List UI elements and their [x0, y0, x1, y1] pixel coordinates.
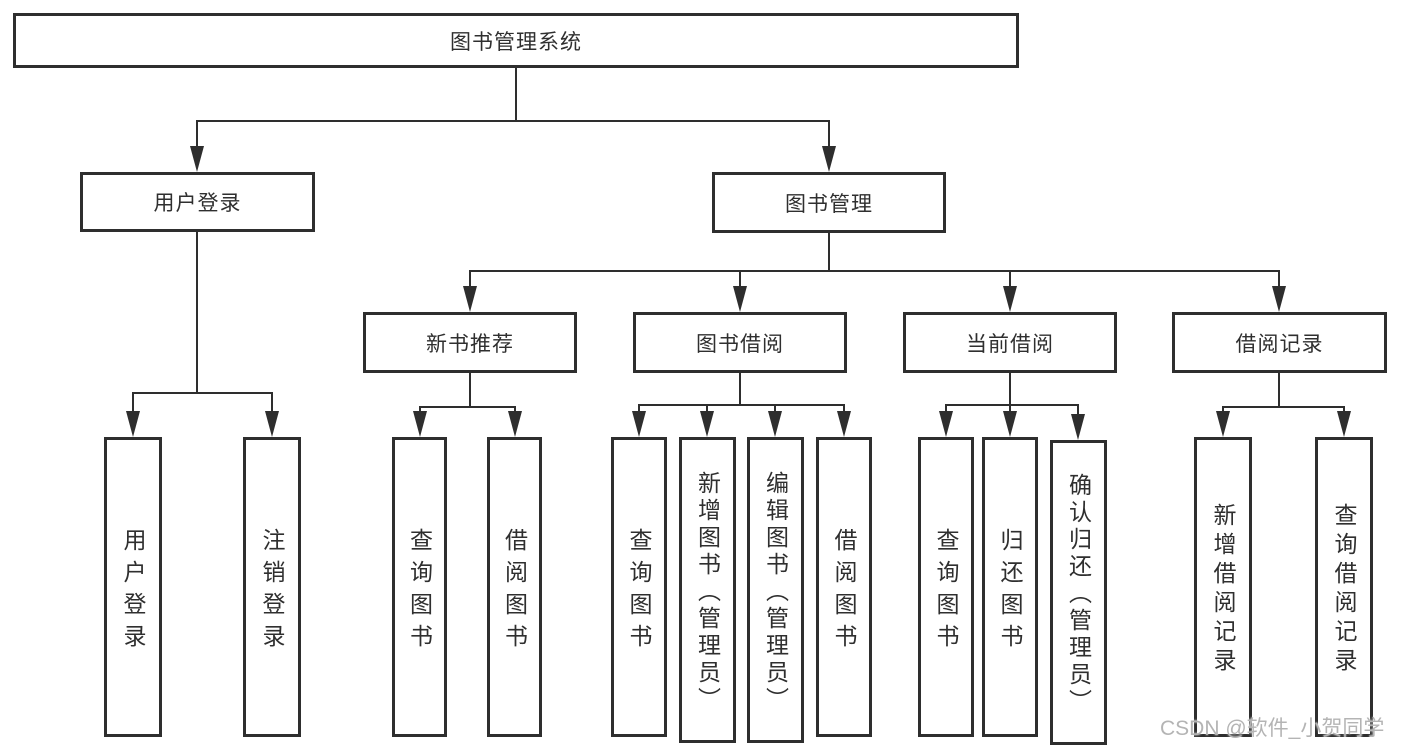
node-book-borrow: 图书借阅	[633, 312, 847, 373]
leaf-return-books: 归还图书	[982, 437, 1038, 737]
leaf-label: 新增图书（管理员）	[694, 470, 721, 714]
leaf-query-books-recommend: 查询图书	[392, 437, 447, 737]
leaf-label: 查询图书	[406, 527, 433, 656]
node-library-management-system: 图书管理系统	[13, 13, 1019, 68]
leaf-user-login: 用户登录	[104, 437, 162, 737]
leaf-add-borrow-record: 新增借阅记录	[1194, 437, 1252, 737]
leaf-query-books-current: 查询图书	[918, 437, 974, 737]
leaf-label: 查询图书	[626, 527, 652, 656]
leaf-borrow-books: 借阅图书	[816, 437, 872, 737]
node-book-management: 图书管理	[712, 172, 946, 233]
node-current-borrow: 当前借阅	[903, 312, 1117, 373]
leaf-query-books-borrow: 查询图书	[611, 437, 667, 737]
node-user-login: 用户登录	[80, 172, 315, 232]
leaf-label: 查询借阅记录	[1331, 503, 1357, 677]
leaf-add-books-admin: 新增图书（管理员）	[679, 437, 736, 743]
csdn-watermark: CSDN @软件_小贺同学	[1160, 717, 1385, 740]
leaf-label: 新增借阅记录	[1210, 503, 1236, 677]
leaf-borrow-books-recommend: 借阅图书	[487, 437, 542, 737]
node-new-book-recommend: 新书推荐	[363, 312, 577, 373]
leaf-edit-books-admin: 编辑图书（管理员）	[747, 437, 804, 743]
node-borrow-records: 借阅记录	[1172, 312, 1387, 373]
leaf-label: 注销登录	[259, 527, 285, 656]
leaf-logout: 注销登录	[243, 437, 301, 737]
leaf-label: 编辑图书（管理员）	[762, 470, 789, 714]
leaf-label: 借阅图书	[831, 527, 857, 656]
leaf-label: 确认归还（管理员）	[1065, 473, 1092, 716]
leaf-confirm-return-admin: 确认归还（管理员）	[1050, 440, 1107, 745]
leaf-label: 查询图书	[933, 527, 959, 656]
leaf-label: 归还图书	[997, 527, 1023, 656]
leaf-label: 用户登录	[120, 527, 146, 656]
leaf-label: 借阅图书	[501, 527, 528, 656]
leaf-query-borrow-record: 查询借阅记录	[1315, 437, 1373, 737]
